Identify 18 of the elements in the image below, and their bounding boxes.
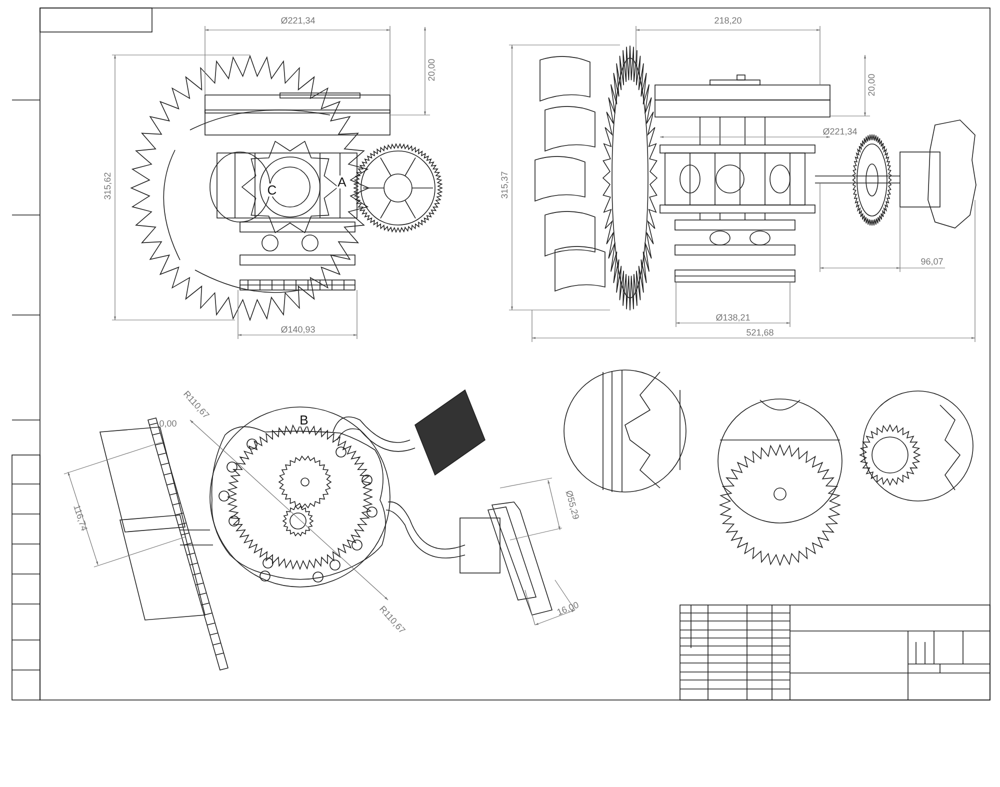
section-letter: A xyxy=(336,176,348,188)
dimension-value: 16,00 xyxy=(556,600,580,618)
dimension-value: 20,00 xyxy=(868,74,876,96)
dimension-value: 96,07 xyxy=(920,258,944,266)
section-letter: C xyxy=(266,184,278,196)
dimension-value: 218,20 xyxy=(714,16,742,26)
dimension-value: 315,62 xyxy=(104,172,112,200)
section-letter: B xyxy=(298,414,310,426)
dimension-value: Ø55,29 xyxy=(564,490,580,520)
dimension-value: Ø140,93 xyxy=(280,326,316,334)
dimension-value: Ø221,34 xyxy=(280,16,316,26)
dimension-value: Ø221,34 xyxy=(822,128,858,136)
dimension-value: 0,00 xyxy=(159,420,177,428)
dimension-value: 521,68 xyxy=(746,328,774,338)
dimension-value: 315,37 xyxy=(500,171,510,199)
dimension-value: 116,74 xyxy=(72,504,88,532)
dimension-value: Ø138,21 xyxy=(716,314,750,322)
dimension-value: 20,00 xyxy=(428,58,436,82)
